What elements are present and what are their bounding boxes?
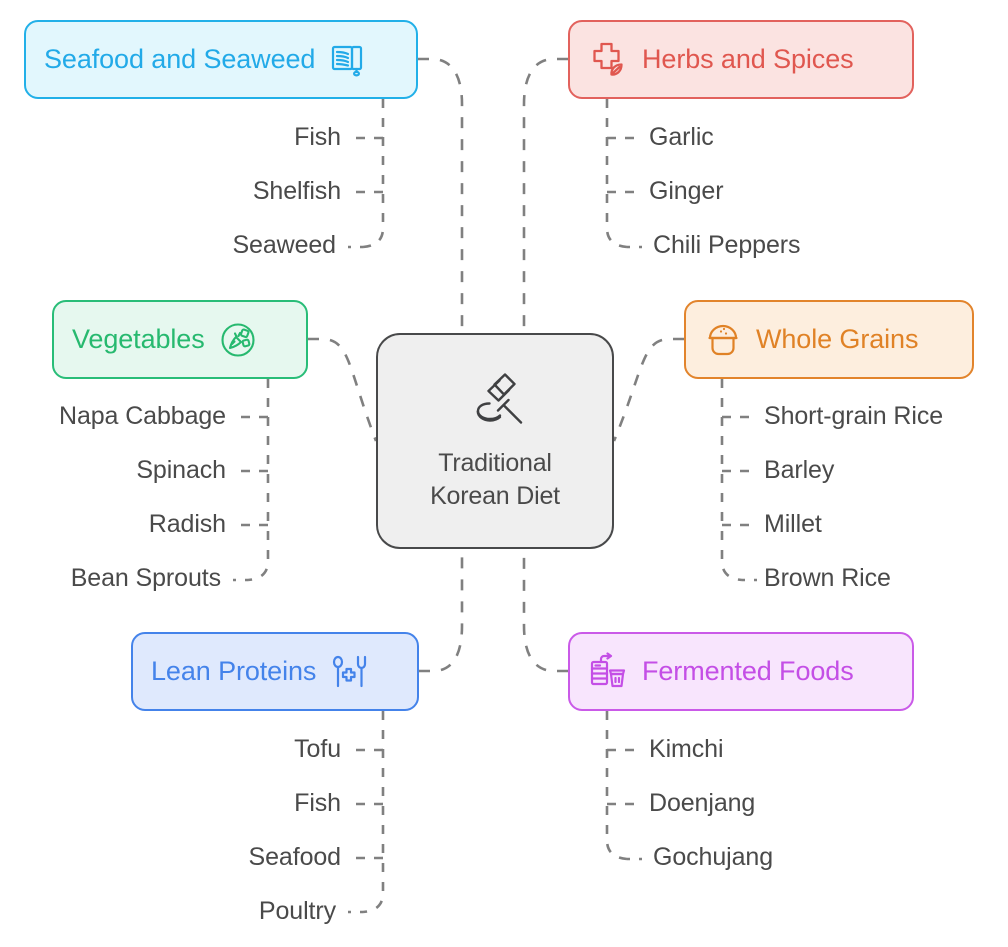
branch-node-fermented-foods[interactable]: Fermented Foods	[568, 632, 914, 711]
leaf-herbs-chili-peppers: Chili Peppers	[653, 231, 801, 259]
spine-herbs	[605, 99, 628, 249]
leaf-vegetables-spinach: Spinach	[136, 456, 226, 484]
trunk-seafood	[418, 57, 464, 333]
spine-fermented	[605, 711, 628, 861]
trunk-herbs	[522, 57, 568, 333]
trunk-grains	[612, 337, 684, 442]
trunk-proteins	[419, 548, 464, 673]
leaf-grains-short-grain-rice: Short-grain Rice	[764, 402, 944, 430]
central-title-line-1: Traditional	[438, 448, 552, 477]
vegetable-circle-icon	[219, 321, 257, 359]
spoon-fork-cross-icon	[330, 653, 368, 691]
leaf-proteins-fish: Fish	[294, 789, 341, 817]
leaf-fermented-doenjang: Doenjang	[649, 789, 756, 817]
branch-node-whole-grains[interactable]: Whole Grains	[684, 300, 974, 379]
spine-seafood	[362, 99, 385, 249]
branch-node-seafood-and-seaweed[interactable]: Seafood and Seaweed	[24, 20, 418, 99]
leaf-seafood-shelfish: Shelfish	[252, 177, 341, 205]
rice-bowl-icon	[704, 321, 742, 359]
fermentation-jar-icon	[588, 651, 628, 692]
spine-vegetables	[247, 379, 270, 582]
leaf-vegetables-radish: Radish	[148, 510, 226, 538]
leaf-proteins-seafood: Seafood	[248, 843, 342, 871]
seaweed-sheet-icon	[329, 41, 367, 79]
branch-node-vegetables[interactable]: Vegetables	[52, 300, 308, 379]
leaf-seafood-fish: Fish	[294, 123, 341, 151]
leaf-grains-brown-rice: Brown Rice	[764, 564, 891, 592]
leaf-proteins-tofu: Tofu	[294, 735, 341, 763]
trunk-vegetables	[308, 337, 378, 442]
branch-label-grains: Whole Grains	[756, 324, 919, 354]
leaf-vegetables-napa-cabbage: Napa Cabbage	[59, 402, 226, 430]
leaf-herbs-garlic: Garlic	[649, 123, 714, 151]
central-node[interactable]: Traditional Korean Diet	[376, 333, 614, 549]
branch-node-lean-proteins[interactable]: Lean Proteins	[131, 632, 419, 711]
leaf-fermented-gochujang: Gochujang	[653, 843, 774, 871]
branch-label-vegetables: Vegetables	[72, 324, 205, 354]
leaf-proteins-poultry: Poultry	[258, 897, 336, 925]
cross-leaf-icon	[588, 40, 628, 80]
central-node-label: Traditional Korean Diet	[430, 447, 560, 513]
branch-node-herbs-and-spices[interactable]: Herbs and Spices	[568, 20, 914, 99]
spine-grains	[720, 379, 743, 582]
branch-label-seafood: Seafood and Seaweed	[44, 44, 316, 74]
chopsticks-noodle-bowl-icon	[464, 370, 526, 437]
trunk-fermented	[522, 548, 568, 673]
leaf-vegetables-bean-sprouts: Bean Sprouts	[70, 564, 221, 592]
branch-label-proteins: Lean Proteins	[151, 656, 317, 686]
branch-label-fermented: Fermented Foods	[642, 656, 854, 686]
leaf-grains-millet: Millet	[764, 510, 822, 538]
leaf-grains-barley: Barley	[764, 456, 835, 484]
central-title-line-2: Korean Diet	[430, 481, 560, 510]
branch-label-herbs: Herbs and Spices	[642, 44, 854, 74]
leaf-fermented-kimchi: Kimchi	[649, 735, 724, 763]
spine-proteins	[362, 711, 385, 914]
leaf-herbs-ginger: Ginger	[649, 177, 724, 205]
leaf-seafood-seaweed: Seaweed	[232, 231, 336, 259]
